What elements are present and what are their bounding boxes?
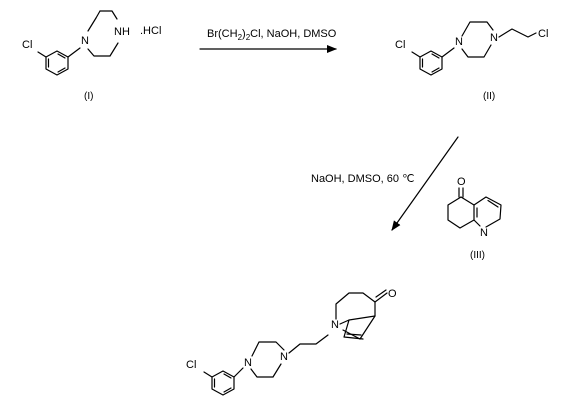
product-ring-fusion-bond <box>348 315 376 321</box>
product-ethyl-linker <box>288 334 329 354</box>
product-indole-n-atom: N <box>331 319 339 331</box>
compound-ii-chloroethyl-chain <box>498 28 537 38</box>
compound-ii-aryl-n-bond <box>441 47 455 58</box>
compound-i-aryl-n-bond <box>67 47 81 58</box>
compound-ii-aromatic-bonds <box>421 53 440 73</box>
compound-i-cl-atom: Cl <box>22 39 32 51</box>
step1-reagents: Br(CH2)2Cl, NaOH, DMSO <box>207 28 337 42</box>
compound-ii-benzene-ring <box>419 50 443 76</box>
compound-iii-o-atom: O <box>457 176 466 188</box>
compound-i-cl-bond <box>37 51 47 58</box>
compound-i: Cl N NH .HCl (I) <box>22 10 161 102</box>
product-aromatic-bonds <box>213 373 232 393</box>
compound-ii-piperazine-ring <box>461 21 494 58</box>
product-cyclohexanone-ring <box>335 292 376 320</box>
product: Cl N N N O <box>186 288 397 396</box>
compound-i-piperazine-ring-3 <box>99 10 118 20</box>
product-carbonyl <box>374 289 388 303</box>
product-o-atom: O <box>388 288 397 300</box>
compound-ii: Cl N N Cl (II) <box>395 21 548 102</box>
product-pyrrole-ring <box>339 315 376 340</box>
compound-ii-label: (II) <box>483 91 495 102</box>
compound-i-n-atom: N <box>81 35 89 47</box>
product-benzene-ring <box>211 370 235 396</box>
compound-i-aromatic-bonds <box>47 53 66 73</box>
reaction-arrow-1: Br(CH2)2Cl, NaOH, DMSO <box>199 28 337 53</box>
compound-ii-cl-chain-atom: Cl <box>538 28 548 40</box>
product-n1-atom: N <box>244 357 252 369</box>
product-aryl-n-bond <box>233 367 244 378</box>
compound-i-piperazine-ring-2 <box>87 42 119 57</box>
compound-i-hcl-salt: .HCl <box>140 25 161 37</box>
compound-iii-pyrrole-ring <box>473 196 502 228</box>
compound-iii-nh-atom: N <box>480 227 488 239</box>
step2-conditions: NaOH, DMSO, 60 ℃ <box>311 173 414 185</box>
product-cl-bond <box>203 371 213 378</box>
product-n4-atom: N <box>280 351 288 363</box>
compound-iii-carbonyl <box>458 187 464 198</box>
product-piperazine-ring <box>250 341 285 378</box>
reaction-arrow-2: NaOH, DMSO, 60 ℃ <box>311 136 459 231</box>
reaction-arrow-2-line <box>391 136 459 231</box>
compound-ii-n4-atom: N <box>490 32 498 44</box>
compound-iii: O N H (III) <box>447 176 502 261</box>
compound-i-benzene-ring <box>45 50 69 76</box>
compound-i-piperazine-ring <box>87 17 97 32</box>
compound-ii-cl-atom: Cl <box>395 39 405 51</box>
compound-iii-cyclohexanone-ring <box>447 196 475 229</box>
product-cl-atom: Cl <box>186 359 196 371</box>
compound-i-nh-atom: NH <box>114 26 130 38</box>
compound-iii-label: (III) <box>470 250 485 261</box>
compound-i-piperazine-ring-4 <box>95 10 101 19</box>
compound-ii-cl-bond <box>411 51 421 58</box>
compound-ii-n1-atom: N <box>455 36 463 48</box>
compound-i-label: (I) <box>84 91 93 102</box>
